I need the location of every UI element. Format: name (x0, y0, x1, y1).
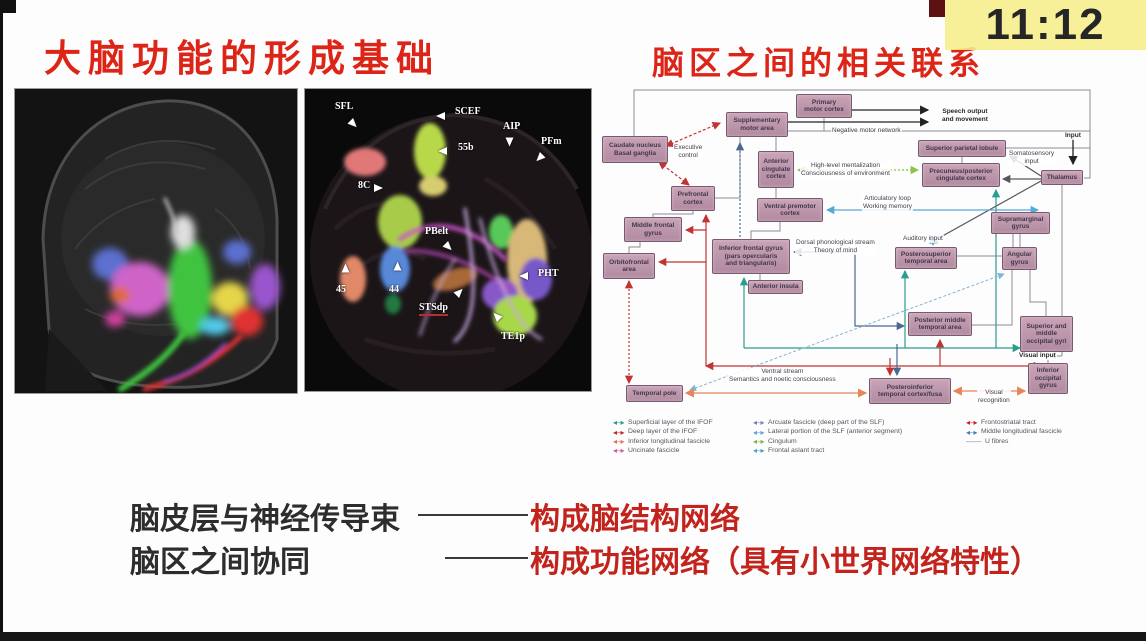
left-title: 大脑功能的形成基础 (44, 39, 440, 80)
region-label-55b: 55b (458, 142, 474, 153)
summary-line1-result: 构成脑结构网络 (530, 503, 740, 536)
right-title: 脑区之间的相关联系 (652, 45, 986, 81)
summary-line2-subject: 脑区之间协同 (130, 546, 310, 579)
mri-fiber-tract-figure (14, 88, 298, 394)
summary-line2-dash (445, 557, 528, 559)
video-bottom-bar (0, 632, 1146, 641)
summary-line1-subject: 脑皮层与神经传导束 (130, 503, 400, 536)
region-arrow-icon (374, 184, 383, 192)
mri-illustration (15, 89, 297, 393)
region-label-te1p: TE1p (501, 331, 525, 342)
summary-line1-dash (418, 514, 528, 516)
region-label-pht: PHT (538, 268, 559, 279)
overlay-artifact (929, 0, 945, 17)
video-left-edge (0, 0, 3, 632)
video-corner (0, 0, 16, 13)
region-label-8c: 8C (358, 180, 371, 191)
region-label-aip: AIP (503, 121, 521, 132)
region-label-stsdp: STSdp (419, 303, 448, 316)
region-label-45: 45 (336, 284, 346, 295)
summary-line2-result: 构成功能网络（具有小世界网络特性） (530, 546, 1040, 579)
region-label-44: 44 (389, 284, 399, 295)
region-label-scef: SCEF (455, 106, 481, 117)
region-label-sfl: SFL (335, 101, 354, 112)
region-label-pbelt: PBelt (425, 226, 449, 237)
timestamp-badge: 11:12 (945, 0, 1146, 50)
region-label-pfm: PFm (541, 136, 562, 147)
